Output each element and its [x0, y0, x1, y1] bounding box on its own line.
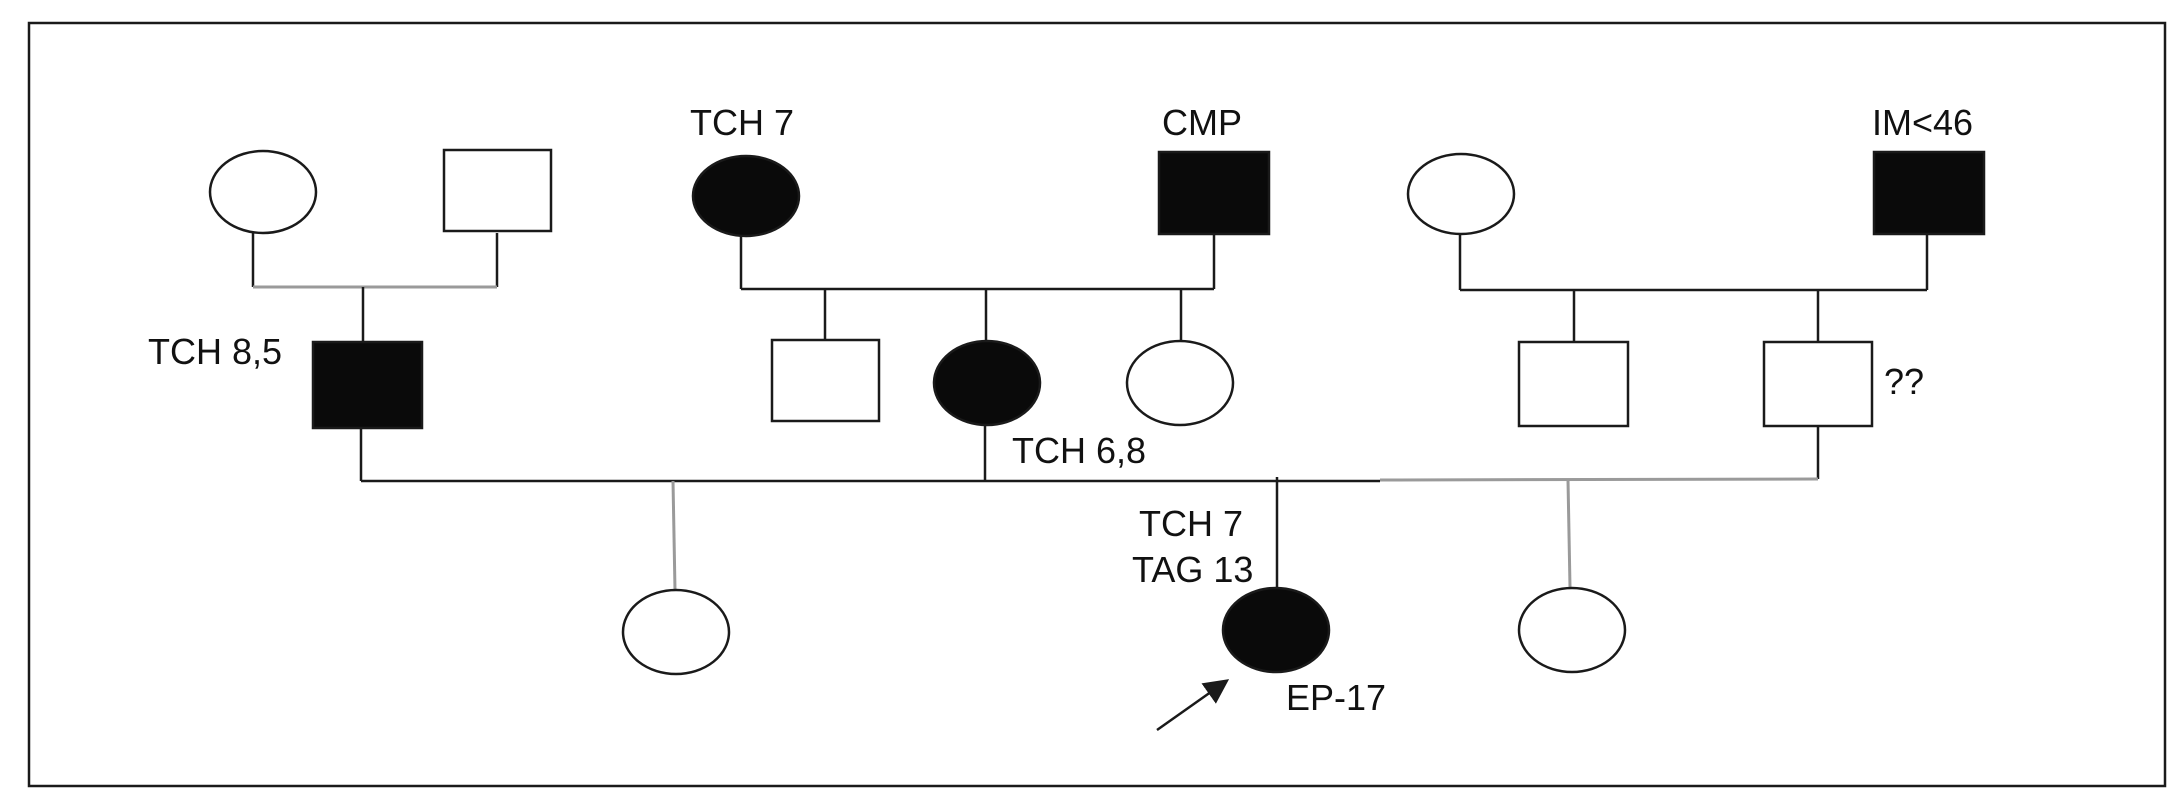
g3-right-sister-symbol	[1517, 586, 1627, 674]
g2-mother-symbol	[932, 339, 1042, 427]
label-g3-proband-line2: TAG 13	[1132, 549, 1253, 590]
label-g1-right-grandfather: IM<46	[1872, 102, 1973, 143]
g2-maternal-aunt-symbol	[1125, 339, 1235, 427]
label-g3-proband-id: EP-17	[1286, 677, 1386, 718]
label-g1-maternal-grandfather: CMP	[1162, 102, 1242, 143]
proband-arrow-icon	[1156, 679, 1230, 732]
label-g2-father: TCH 8,5	[148, 331, 282, 372]
g2-father-symbol	[311, 340, 424, 430]
label-g2-mother: TCH 6,8	[1012, 430, 1146, 471]
g1-right-grandfather-symbol	[1872, 150, 1986, 236]
g1-paternal-grandfather-symbol	[442, 148, 553, 233]
g1-paternal-grandmother-symbol	[208, 149, 318, 235]
g3-left-sister-symbol	[621, 588, 731, 676]
line-g3-left-sister-drop	[671, 480, 677, 591]
figure-frame	[27, 21, 2167, 788]
g2-maternal-uncle-symbol	[770, 338, 881, 423]
g1-maternal-grandfather-symbol	[1157, 150, 1271, 236]
g1-maternal-grandmother-symbol	[691, 154, 801, 238]
g3-proband-symbol	[1221, 586, 1331, 674]
g2-right-uncle-symbol	[1517, 340, 1630, 428]
label-g3-proband-line1: TCH 7	[1139, 503, 1243, 544]
label-g1-maternal-grandmother: TCH 7	[690, 102, 794, 143]
label-g2-unknown-male: ??	[1884, 361, 1924, 402]
g2-unknown-male-symbol	[1762, 340, 1874, 428]
g1-right-grandmother-symbol	[1406, 152, 1516, 236]
line-g3-right-sister-drop	[1566, 479, 1572, 588]
line-g2-partnership-light	[1379, 477, 1819, 482]
